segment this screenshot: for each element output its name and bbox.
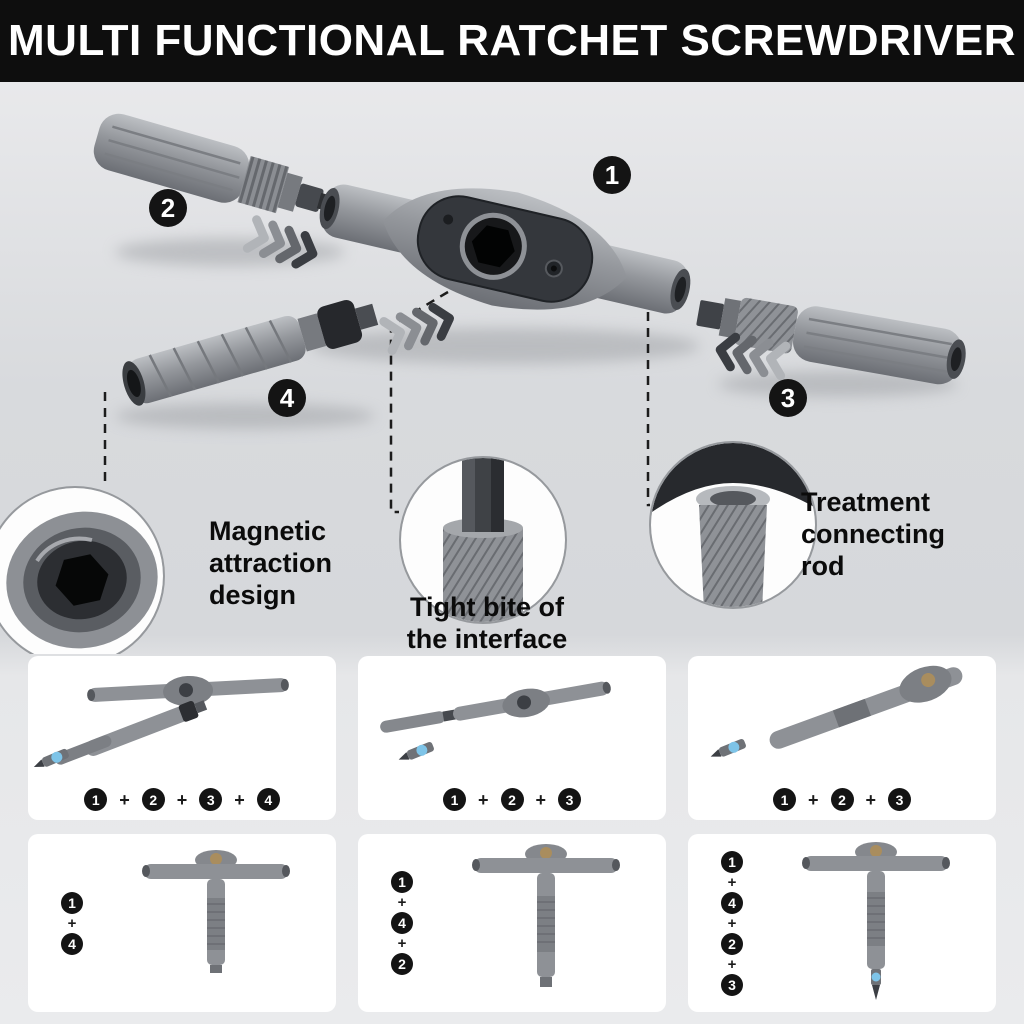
callout-tight-bite-label: Tight bite of the interface bbox=[357, 592, 617, 656]
formula-badge: 1 bbox=[721, 850, 743, 873]
formula-badge: 1 bbox=[772, 788, 796, 811]
plus-sign: + bbox=[397, 935, 407, 952]
part-2-image bbox=[93, 113, 329, 214]
callout-tight-bite-line1: Tight bite of bbox=[410, 592, 564, 622]
combo-1234-image bbox=[33, 675, 289, 767]
plus-sign: + bbox=[865, 789, 877, 810]
formula-badge: 1 bbox=[84, 788, 108, 811]
plus-sign: + bbox=[477, 789, 489, 810]
combo-card-123-a: 1 + 2 + 3 bbox=[358, 656, 666, 820]
exploded-diagram bbox=[0, 113, 966, 654]
plus-sign: + bbox=[397, 894, 407, 911]
callout-treatment-label: Treatment connecting rod bbox=[801, 487, 945, 583]
callout-magnetic-line3: design bbox=[209, 579, 297, 610]
formula-badge: 4 bbox=[61, 932, 83, 955]
callout-circle-treatment bbox=[649, 441, 817, 609]
callout-treatment-line3: rod bbox=[801, 550, 845, 581]
combo-formula: 1 + 4 + 2 + 3 bbox=[688, 834, 776, 1012]
callout-treatment-line1: Treatment bbox=[801, 487, 931, 517]
part-1-image bbox=[319, 184, 691, 314]
formula-badge: 1 bbox=[391, 871, 413, 893]
combo-142-image bbox=[472, 844, 620, 987]
part-badge-3: 3 bbox=[769, 379, 807, 417]
arrow-2-to-1 bbox=[242, 215, 318, 269]
combo-formula: 1 + 4 bbox=[28, 834, 116, 1012]
plus-sign: + bbox=[727, 914, 737, 932]
formula-badge: 2 bbox=[500, 788, 524, 811]
plus-sign: + bbox=[234, 789, 245, 810]
formula-badge: 2 bbox=[721, 932, 743, 955]
combo-123b-image bbox=[710, 665, 963, 757]
callout-circle-magnetic bbox=[0, 486, 165, 654]
combo-card-1423: 1 + 4 + 2 + 3 bbox=[688, 834, 996, 1012]
plus-sign: + bbox=[535, 789, 547, 810]
callout-treatment-line2: connecting bbox=[801, 518, 946, 549]
part-3-image bbox=[696, 297, 966, 385]
title-banner: MULTI FUNCTIONAL RATCHET SCREWDRIVER bbox=[0, 0, 1024, 82]
combo-card-123-b: 1 + 2 + 3 bbox=[688, 656, 996, 820]
callout-magnetic-line1: Magnetic bbox=[209, 516, 327, 546]
formula-badge: 2 bbox=[391, 953, 413, 975]
plus-sign: + bbox=[727, 873, 737, 891]
part-badge-4: 4 bbox=[268, 379, 306, 417]
formula-badge: 3 bbox=[199, 788, 223, 811]
combo-14-image bbox=[142, 850, 290, 973]
combo-cards-row2: 1 + 4 1 + 4 bbox=[28, 834, 996, 1012]
formula-badge: 2 bbox=[830, 788, 854, 811]
formula-badge: 3 bbox=[558, 788, 582, 811]
formula-badge: 4 bbox=[391, 912, 413, 934]
combo-formula: 1 + 2 + 3 + 4 bbox=[28, 788, 336, 811]
callout-tight-bite-line2: the interface bbox=[406, 623, 568, 654]
arrow-3-to-1 bbox=[715, 332, 791, 381]
callout-circle-tight-bite bbox=[399, 456, 567, 624]
plus-sign: + bbox=[727, 955, 737, 973]
combo-1423-image bbox=[802, 842, 950, 1000]
combo-formula: 1 + 2 + 3 bbox=[688, 788, 996, 811]
formula-badge: 1 bbox=[61, 891, 83, 914]
combo-card-1234: 1 + 2 + 3 + 4 bbox=[28, 656, 336, 820]
formula-badge: 3 bbox=[721, 973, 743, 996]
plus-sign: + bbox=[67, 914, 77, 932]
callout-magnetic-line2: attraction bbox=[209, 547, 333, 578]
formula-badge: 3 bbox=[888, 788, 912, 811]
arrow-4-to-1 bbox=[379, 303, 455, 355]
combo-123a-image bbox=[380, 681, 611, 760]
part-badge-1: 1 bbox=[593, 156, 631, 194]
formula-badge: 4 bbox=[256, 788, 280, 811]
combo-cards-row1: 1 + 2 + 3 + 4 1 bbox=[28, 656, 996, 820]
part-badge-2: 2 bbox=[149, 189, 187, 227]
formula-badge: 4 bbox=[721, 891, 743, 914]
page-title: MULTI FUNCTIONAL RATCHET SCREWDRIVER bbox=[8, 16, 1016, 65]
combo-card-142: 1 + 4 + 2 bbox=[358, 834, 666, 1012]
combo-formula: 1 + 2 + 3 bbox=[358, 788, 666, 811]
part-4-image bbox=[122, 299, 379, 406]
combo-formula: 1 + 4 + 2 bbox=[358, 834, 446, 1012]
callout-magnetic-label: Magnetic attraction design bbox=[209, 516, 332, 612]
plus-sign: + bbox=[807, 789, 819, 810]
combo-card-14: 1 + 4 bbox=[28, 834, 336, 1012]
plus-sign: + bbox=[119, 789, 130, 810]
formula-badge: 2 bbox=[141, 788, 165, 811]
formula-badge: 1 bbox=[442, 788, 466, 811]
plus-sign: + bbox=[176, 789, 188, 810]
